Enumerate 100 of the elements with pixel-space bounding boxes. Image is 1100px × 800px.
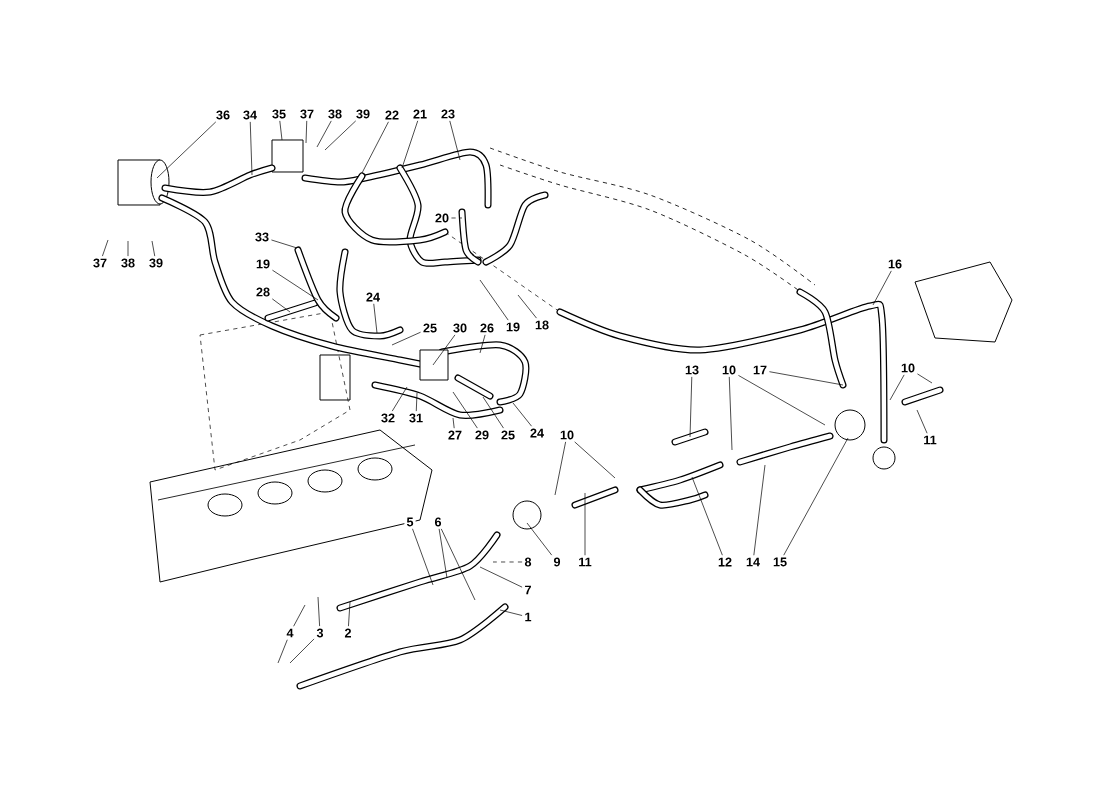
leader-line <box>305 120 308 144</box>
leader-line <box>574 441 616 479</box>
leader-line <box>554 441 566 496</box>
leader-line <box>432 334 456 366</box>
callout-number: 32 <box>378 411 398 425</box>
leader-line <box>499 609 523 616</box>
callout-number: 33 <box>252 230 272 244</box>
leader-line <box>438 528 448 579</box>
leader-line <box>293 604 306 627</box>
callout-number: 35 <box>269 107 289 121</box>
leader-line <box>156 121 217 179</box>
leader-line <box>479 334 486 354</box>
leader-line <box>361 121 389 174</box>
callout-number: 25 <box>498 428 518 442</box>
callout-number: 37 <box>297 107 317 121</box>
callout-number: 19 <box>503 320 523 334</box>
callout-number: 11 <box>576 555 594 569</box>
callout-number: 1 <box>522 610 534 624</box>
leader-line <box>738 375 826 426</box>
callout-number: 28 <box>253 285 273 299</box>
leader-line <box>492 561 523 563</box>
callout-number: 38 <box>325 107 345 121</box>
leader-line <box>479 566 523 588</box>
leader-line <box>482 396 504 429</box>
callout-number: 39 <box>353 107 373 121</box>
leader-line <box>391 386 408 412</box>
leader-line <box>277 639 288 664</box>
leader-line <box>783 437 849 556</box>
leader-line <box>249 121 253 176</box>
leader-line <box>348 601 351 627</box>
callout-number: 15 <box>770 555 790 569</box>
callout-number: 29 <box>472 428 492 442</box>
leader-line <box>512 402 532 427</box>
leader-line <box>872 270 892 306</box>
callout-number: 34 <box>240 108 260 122</box>
leader-line <box>691 476 723 556</box>
callout-number: 18 <box>532 318 552 332</box>
leader-line <box>151 240 156 257</box>
callout-number: 12 <box>715 555 735 569</box>
leader-line <box>479 279 509 321</box>
leader-line <box>452 417 455 429</box>
callout-number: 4 <box>284 626 296 640</box>
callout-number: 37 <box>90 256 110 270</box>
callout-number: 30 <box>450 321 470 335</box>
leader-line <box>415 392 418 412</box>
leader-line <box>753 464 766 556</box>
callout-number: 2 <box>342 626 354 640</box>
leader-line <box>440 528 476 601</box>
callout-number: 10 <box>557 428 577 442</box>
leader-line <box>317 596 320 627</box>
callout-number: 7 <box>522 583 534 597</box>
leader-line <box>917 373 933 384</box>
callout-number: 24 <box>527 426 547 440</box>
callout-number: 9 <box>551 555 563 569</box>
callout-number: 24 <box>363 290 383 304</box>
callout-number: 20 <box>432 211 452 225</box>
leader-line <box>102 239 109 257</box>
leader-line <box>451 217 463 219</box>
leader-line <box>452 391 478 429</box>
leader-line <box>889 374 905 401</box>
callout-number: 26 <box>477 321 497 335</box>
callout-number: 16 <box>885 257 905 271</box>
leader-line <box>584 492 586 556</box>
leader-line <box>401 120 419 169</box>
leader-line <box>271 298 291 313</box>
leader-line <box>324 120 357 151</box>
callout-number: 6 <box>432 515 444 529</box>
leader-line <box>689 376 693 438</box>
callout-number: 14 <box>743 555 763 569</box>
callout-number: 31 <box>406 411 426 425</box>
leader-line <box>272 269 319 301</box>
callout-number: 23 <box>438 107 458 121</box>
leader-line <box>373 303 378 334</box>
callout-number: 21 <box>410 107 430 121</box>
leader-line <box>449 120 461 161</box>
callout-number: 10 <box>719 363 739 377</box>
callout-number: 10 <box>898 361 918 375</box>
callout-number: 5 <box>404 515 416 529</box>
leader-line <box>391 331 421 346</box>
leader-line <box>769 371 844 386</box>
leader-line <box>289 638 315 664</box>
leader-line <box>916 409 928 434</box>
callout-number: 22 <box>382 108 402 122</box>
callout-number: 38 <box>118 256 138 270</box>
callout-number: 11 <box>921 433 939 447</box>
callout-number: 19 <box>253 257 273 271</box>
leader-line <box>316 120 332 148</box>
callout-number: 13 <box>682 363 702 377</box>
callout-number: 36 <box>213 108 233 122</box>
callout-number: 17 <box>750 363 770 377</box>
leader-line <box>728 376 733 451</box>
leader-line <box>279 120 283 141</box>
callout-number: 8 <box>522 555 534 569</box>
leader-line <box>526 522 553 556</box>
leader-line <box>517 294 537 319</box>
leader-line <box>271 239 298 249</box>
callout-number: 39 <box>146 256 166 270</box>
callout-number: 25 <box>420 321 440 335</box>
leader-line <box>127 240 129 257</box>
callout-number: 3 <box>314 626 326 640</box>
